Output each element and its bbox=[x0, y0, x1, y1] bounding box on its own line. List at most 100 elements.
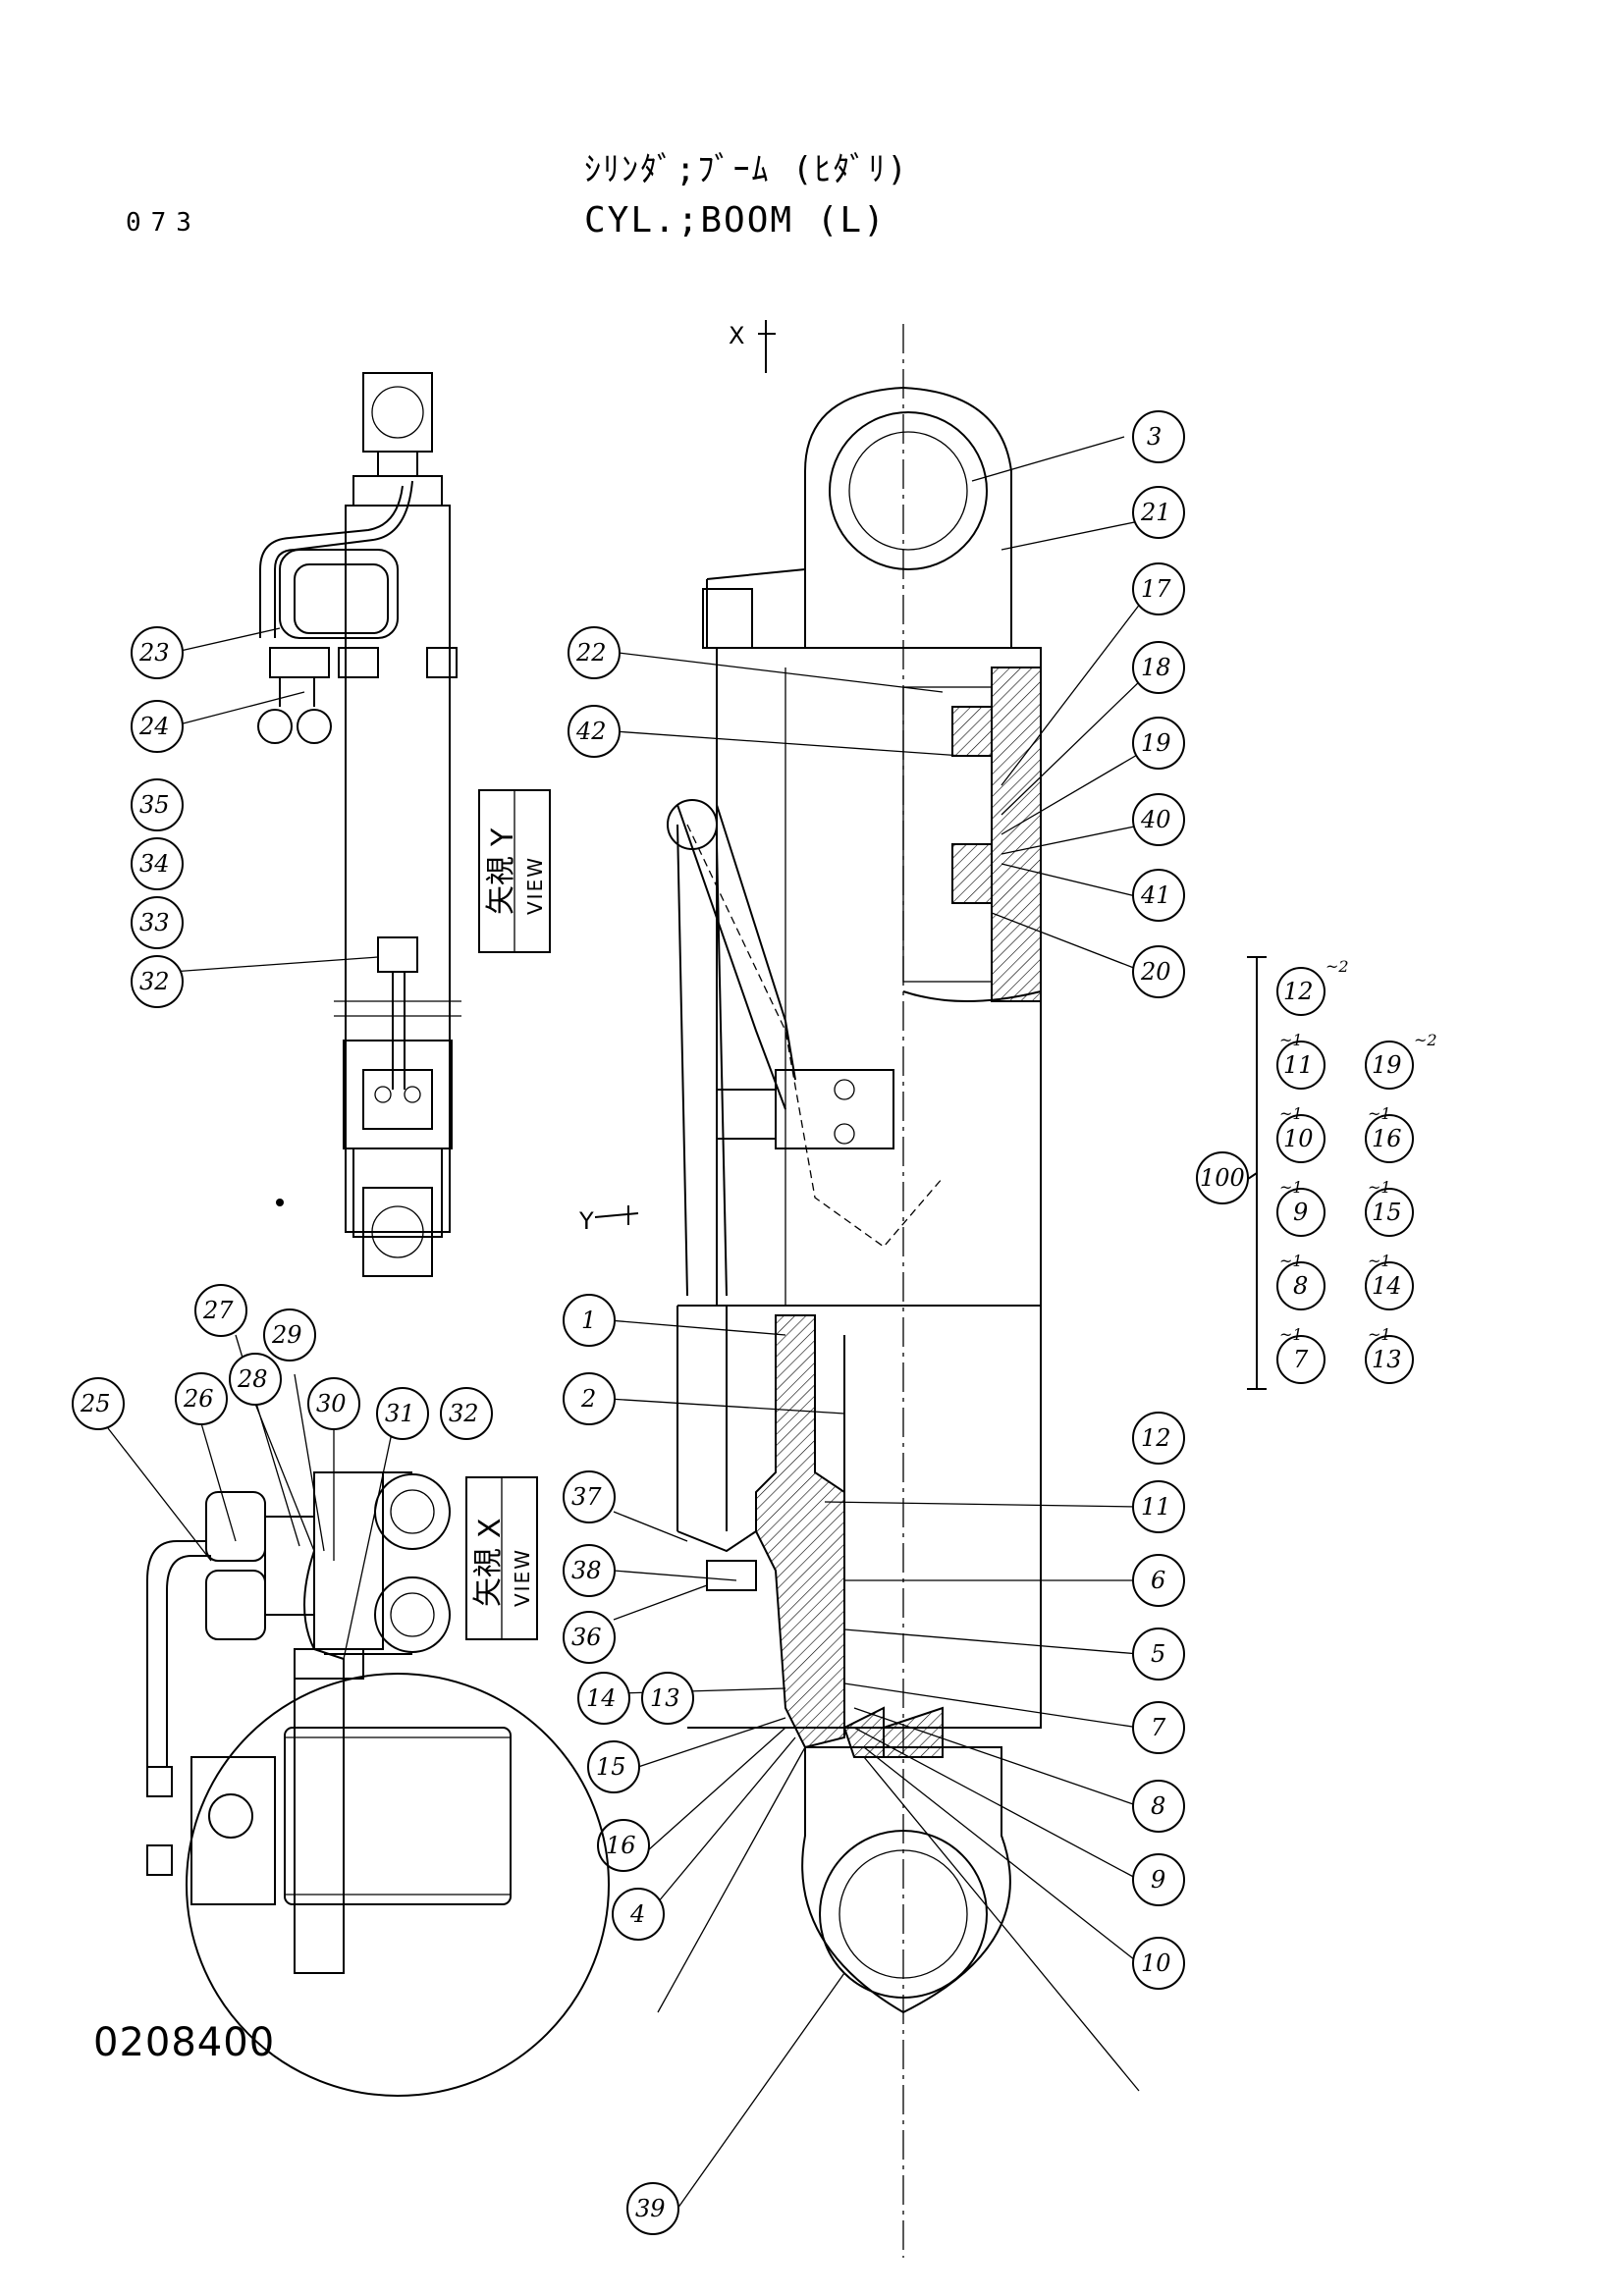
callout-17: 17 bbox=[1132, 562, 1185, 615]
svg-text:~1: ~1 bbox=[1368, 1178, 1391, 1197]
view-y-en: VIEW bbox=[523, 856, 547, 915]
svg-text:27: 27 bbox=[202, 1297, 234, 1324]
svg-text:33: 33 bbox=[139, 909, 170, 936]
svg-text:~2: ~2 bbox=[1414, 1031, 1437, 1049]
svg-text:8: 8 bbox=[1151, 1792, 1165, 1820]
kit-number-text: 100 bbox=[1200, 1164, 1245, 1192]
callout-33: 33 bbox=[131, 896, 184, 949]
callout-39: 39 bbox=[626, 2182, 679, 2235]
callout-34: 34 bbox=[131, 837, 184, 890]
section-mark-y: Y bbox=[578, 1205, 639, 1235]
callout-4: 4 bbox=[612, 1888, 665, 1941]
svg-text:~1: ~1 bbox=[1279, 1104, 1303, 1123]
svg-text:~1: ~1 bbox=[1368, 1104, 1391, 1123]
callout-20: 20 bbox=[1132, 945, 1185, 998]
svg-text:42: 42 bbox=[575, 718, 607, 745]
callout-32-view-y: 32 bbox=[131, 955, 184, 1008]
svg-text:22: 22 bbox=[575, 639, 607, 667]
svg-text:20: 20 bbox=[1140, 958, 1171, 986]
svg-text:14: 14 bbox=[1372, 1272, 1402, 1300]
callout-19: 19 bbox=[1132, 717, 1185, 770]
svg-text:28: 28 bbox=[237, 1365, 268, 1393]
head-eye bbox=[702, 386, 1012, 649]
kit-row-2: 13~1 14~1 15~1 16~1 19~2 bbox=[1365, 1031, 1437, 1384]
svg-text:32: 32 bbox=[449, 1400, 479, 1427]
svg-text:11: 11 bbox=[1283, 1051, 1314, 1079]
callout-18: 18 bbox=[1132, 641, 1185, 694]
svg-text:30: 30 bbox=[316, 1390, 347, 1417]
svg-text:19: 19 bbox=[1372, 1051, 1402, 1079]
svg-text:26: 26 bbox=[183, 1385, 214, 1413]
callout-7: 7 bbox=[1132, 1701, 1185, 1754]
section-x-label: X bbox=[729, 322, 744, 349]
svg-text:~1: ~1 bbox=[1279, 1178, 1303, 1197]
svg-text:2: 2 bbox=[580, 1385, 596, 1413]
view-x-drawing bbox=[146, 1471, 610, 2097]
svg-text:23: 23 bbox=[138, 639, 170, 667]
callout-group-view-y: 23 24 35 34 33 32 bbox=[131, 626, 184, 1008]
svg-text:~2: ~2 bbox=[1325, 957, 1349, 976]
callout-8: 8 bbox=[1132, 1780, 1185, 1833]
callout-1: 1 bbox=[563, 1294, 616, 1347]
main-cylinder-view: X bbox=[578, 320, 1042, 2258]
callout-28: 28 bbox=[229, 1353, 282, 1406]
callout-11: 11 bbox=[1132, 1480, 1185, 1533]
svg-text:~1: ~1 bbox=[1368, 1252, 1391, 1270]
svg-text:3: 3 bbox=[1147, 423, 1162, 451]
svg-text:29: 29 bbox=[271, 1321, 302, 1349]
svg-text:38: 38 bbox=[571, 1557, 602, 1584]
svg-text:16: 16 bbox=[606, 1832, 636, 1859]
svg-text:13: 13 bbox=[650, 1684, 680, 1712]
svg-text:25: 25 bbox=[80, 1390, 111, 1417]
callout-41: 41 bbox=[1132, 869, 1185, 922]
svg-text:11: 11 bbox=[1141, 1493, 1171, 1521]
svg-text:8: 8 bbox=[1293, 1272, 1308, 1300]
svg-text:39: 39 bbox=[635, 2195, 666, 2222]
svg-text:17: 17 bbox=[1141, 575, 1171, 603]
cylinder-barrel bbox=[716, 647, 1042, 1307]
svg-text:10: 10 bbox=[1141, 1949, 1171, 1977]
svg-text:5: 5 bbox=[1151, 1640, 1165, 1668]
leader-lines-main bbox=[608, 436, 1145, 2210]
svg-text:~1: ~1 bbox=[1279, 1325, 1303, 1344]
svg-text:1: 1 bbox=[581, 1307, 596, 1334]
svg-text:15: 15 bbox=[1372, 1199, 1402, 1226]
callout-26: 26 bbox=[175, 1372, 228, 1425]
svg-text:6: 6 bbox=[1151, 1567, 1165, 1594]
callout-15: 15 bbox=[587, 1740, 640, 1793]
leader-lines-view-y bbox=[171, 627, 379, 973]
svg-text:9: 9 bbox=[1151, 1866, 1165, 1894]
svg-text:41: 41 bbox=[1140, 881, 1171, 909]
section-y-label: Y bbox=[578, 1207, 594, 1235]
view-x-label: 矢視 X VIEW bbox=[465, 1476, 538, 1640]
hydraulic-pipe bbox=[667, 799, 944, 1297]
view-x-en: VIEW bbox=[511, 1548, 534, 1607]
callout-22: 22 bbox=[568, 626, 621, 679]
callout-16: 16 bbox=[597, 1819, 650, 1872]
svg-text:12: 12 bbox=[1283, 978, 1314, 1005]
callout-27: 27 bbox=[194, 1284, 247, 1337]
callout-40: 40 bbox=[1132, 793, 1185, 846]
section-mark-x: X bbox=[729, 320, 776, 373]
callout-32-view-x: 32 bbox=[440, 1387, 493, 1440]
svg-text:18: 18 bbox=[1141, 654, 1171, 681]
svg-text:7: 7 bbox=[1151, 1714, 1166, 1741]
callout-35: 35 bbox=[131, 778, 184, 831]
callout-5: 5 bbox=[1132, 1628, 1185, 1681]
svg-text:16: 16 bbox=[1372, 1125, 1402, 1152]
callout-9: 9 bbox=[1132, 1853, 1185, 1906]
svg-text:~1: ~1 bbox=[1279, 1252, 1303, 1270]
drawing-number: 0208400 bbox=[93, 2020, 276, 2065]
callout-group-view-x: 25 26 27 28 29 30 31 32 bbox=[72, 1284, 493, 1440]
view-x-jp: 矢視 bbox=[471, 1548, 506, 1607]
callout-6: 6 bbox=[1132, 1554, 1185, 1607]
callout-25: 25 bbox=[72, 1377, 125, 1430]
callout-31: 31 bbox=[376, 1387, 429, 1440]
svg-text:34: 34 bbox=[139, 850, 170, 878]
svg-text:10: 10 bbox=[1283, 1125, 1314, 1152]
title-english: CYL.;BOOM (L) bbox=[584, 200, 887, 240]
callout-23: 23 bbox=[131, 626, 184, 679]
svg-text:19: 19 bbox=[1141, 729, 1171, 757]
svg-text:35: 35 bbox=[139, 791, 170, 819]
svg-text:40: 40 bbox=[1140, 806, 1171, 833]
